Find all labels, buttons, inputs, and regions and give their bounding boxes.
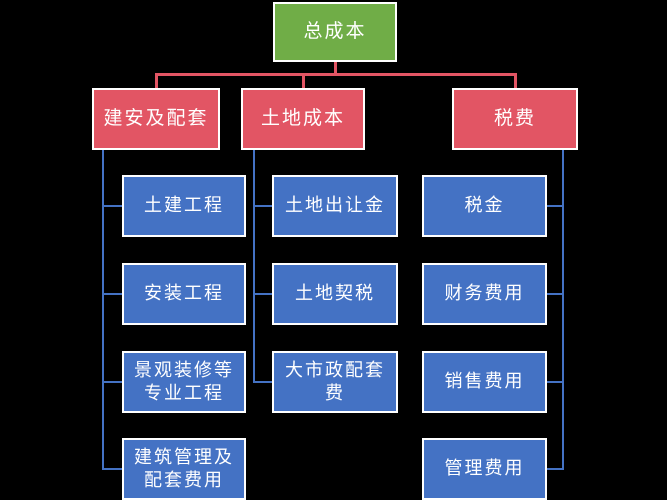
- node-sales-expenses: 销售费用: [422, 351, 547, 413]
- connector-stub-col3-row4: [547, 468, 564, 470]
- node-financial-expenses: 财务费用: [422, 263, 547, 325]
- node-land-deed-tax: 土地契税: [272, 263, 398, 325]
- node-municipal-supporting-fee: 大市政配套 费: [272, 351, 398, 413]
- connector-drop-branch-1: [155, 73, 158, 88]
- connector-branch-rail: [155, 73, 517, 76]
- connector-drop-branch-3: [514, 73, 517, 88]
- connector-spine-col-2: [253, 150, 255, 383]
- node-taxes-and-fees: 税费: [452, 88, 578, 150]
- connector-spine-col-3: [562, 150, 564, 470]
- connector-stub-col2-row1: [253, 205, 272, 207]
- connector-stub-col1-row1: [102, 205, 122, 207]
- connector-stub-col1-row3: [102, 381, 122, 383]
- node-tax: 税金: [422, 175, 547, 237]
- node-total-cost: 总成本: [273, 2, 397, 62]
- connector-drop-branch-2: [302, 73, 305, 88]
- node-management-expenses: 管理费用: [422, 438, 547, 500]
- node-civil-engineering: 土建工程: [122, 175, 246, 237]
- connector-stub-col1-row4: [102, 468, 122, 470]
- connector-stub-col3-row2: [547, 293, 564, 295]
- connector-stub-col2-row2: [253, 293, 272, 295]
- connector-stub-col2-row3: [253, 381, 272, 383]
- connector-spine-col-1: [102, 150, 104, 470]
- node-construction-and-supporting: 建安及配套: [92, 88, 220, 150]
- connector-stub-col1-row2: [102, 293, 122, 295]
- node-landscape-decoration-engineering: 景观装修等 专业工程: [122, 351, 246, 413]
- connector-root-stem: [334, 62, 337, 75]
- node-construction-management-fees: 建筑管理及 配套费用: [122, 438, 246, 500]
- node-installation-engineering: 安装工程: [122, 263, 246, 325]
- connector-stub-col3-row1: [547, 205, 564, 207]
- node-land-transfer-fee: 土地出让金: [272, 175, 398, 237]
- node-land-cost: 土地成本: [241, 88, 365, 150]
- connector-stub-col3-row3: [547, 381, 564, 383]
